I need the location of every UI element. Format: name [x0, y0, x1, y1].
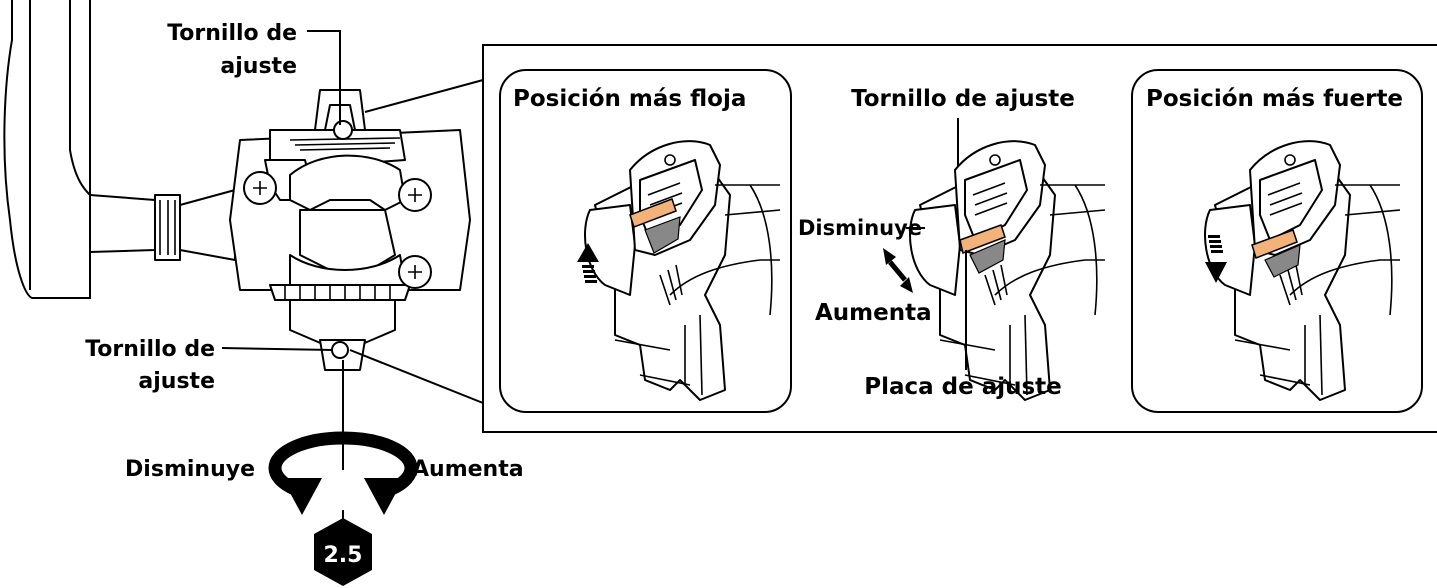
zoom-line-top: [364, 79, 484, 113]
bolt-left: [243, 171, 277, 205]
middle-plate-label: Placa de ajuste: [864, 374, 1062, 400]
adjust-plate-mid: [959, 224, 1006, 255]
arrow-up-icon: [577, 243, 599, 283]
zoom-line-bottom: [349, 349, 484, 404]
adjust-plate-tight: [1251, 229, 1298, 259]
bolt-right-top: [398, 178, 432, 212]
middle-mechanism: [909, 140, 1106, 401]
double-arrow-icon: [883, 248, 913, 293]
top-screw-label-line2: ajuste: [220, 54, 297, 79]
hex-key-icon: 2.5: [314, 518, 372, 586]
crank-arm: [3, 0, 91, 299]
middle-decrease-label: Disminuye: [798, 216, 922, 240]
rotate-increase-label: Aumenta: [412, 457, 524, 482]
adjust-plate-loose: [629, 198, 677, 228]
middle-screw-label: Tornillo de ajuste: [851, 86, 1075, 112]
top-screw-leader: [307, 30, 341, 125]
bottom-screw-leader: [221, 347, 334, 351]
bolt-right-bottom: [398, 255, 432, 289]
tightest-title: Posición más fuerte: [1146, 86, 1403, 112]
tightest-mechanism: [1204, 140, 1401, 401]
pedal-body: [229, 89, 471, 371]
arrow-down-icon: [1205, 235, 1227, 283]
detail-frame: [482, 44, 1437, 433]
rotation-arrow-icon: [268, 431, 418, 515]
bottom-screw-label-line2: ajuste: [138, 369, 215, 394]
loosest-box: [499, 69, 792, 413]
bottom-screw-label-line1: Tornillo de: [85, 337, 215, 362]
top-screw-label-line1: Tornillo de: [167, 21, 297, 46]
hex-key-size: 2.5: [324, 543, 363, 568]
pedal-axle: [89, 189, 236, 261]
middle-increase-label: Aumenta: [815, 300, 932, 326]
loosest-mechanism: [584, 140, 781, 401]
tightest-box: [1131, 69, 1423, 413]
rotate-decrease-label: Disminuye: [125, 457, 255, 482]
loosest-title: Posición más floja: [513, 86, 746, 112]
